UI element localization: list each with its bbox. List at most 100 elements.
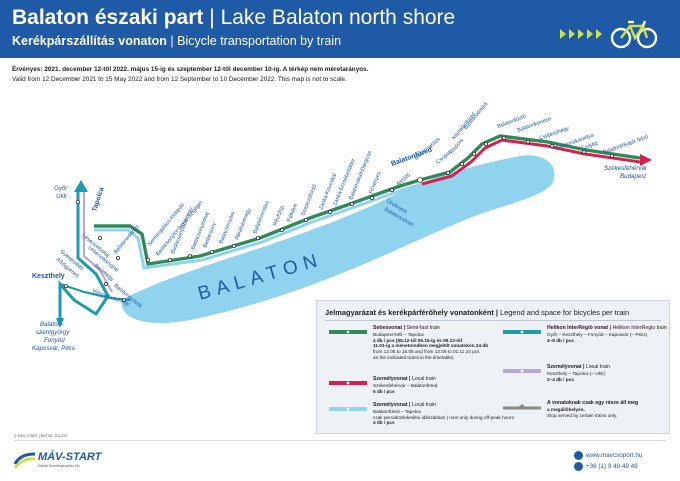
legend-blue-hu: Személyvonat — [373, 402, 408, 408]
swatch-helikon — [503, 330, 541, 334]
station-balatonrendes: Balatonrendes — [252, 200, 271, 235]
legend-title: Jelmagyarázat és kerékpárférőhely vonato… — [325, 308, 629, 317]
station-tapolca: Tapolca — [91, 186, 106, 212]
arrow-szekesfehervar-icon — [640, 154, 652, 166]
line-local-red — [421, 138, 641, 186]
station-labels-west: Lesencetomaj Lesenceistvánd Becehegy Gye… — [55, 233, 143, 310]
legend-semifast-en: Semi-fast train — [406, 325, 440, 331]
page-subtitle: Kerékpárszállítás vonaton | Bicycle tran… — [12, 34, 341, 48]
company-sub: Vasúti Személyszállító Zrt. — [38, 464, 81, 468]
legend-red-route: Székesfehérvár – Balatonfüred — [373, 382, 438, 388]
station-keszthely: Keszthely — [32, 273, 65, 280]
station-fovenyes: Fövenyes — [368, 171, 382, 195]
website-link[interactable]: www.mavcsoport.hu — [586, 452, 643, 459]
legend-partial-route: a megállóhelyen. — [547, 406, 585, 412]
legend-purple-bikes: 2–4 db / pcs — [547, 376, 574, 382]
legend-purple-route: Keszthely – Tapolca (– Ukk) — [547, 370, 606, 376]
legend-semifast-note2: from 12.05 to 15.05 and from 12.09 to 01… — [373, 349, 480, 355]
subtitle-hu: Kerékpárszállítás vonaton — [12, 34, 167, 48]
legend-item-semifast: Sebesvonat | Semi-fast train Budapest-Dé… — [373, 325, 533, 361]
header-banner: Balaton északi part | Lake Balaton north… — [0, 0, 680, 58]
bicycle-icon — [610, 20, 658, 49]
station-balatonaracs: Balatonarács — [413, 137, 441, 162]
legend-item-local-red: Személyvonat | Local train Székesfehérvá… — [373, 376, 533, 394]
company-logo-text: MÁV-START — [38, 451, 102, 463]
end-bsz-2: szentgyörgy — [36, 329, 70, 336]
legend-helikon-bikes: 4–8 db / pcs — [547, 337, 574, 343]
station-szepezdfurdo: Szepezdfürdő — [300, 184, 318, 217]
copyright: © MÁV-START | ÉKFSZ, 2021/22 — [14, 434, 68, 438]
legend-item-partial-stop: A vonatoknak csak egy része áll meg a me… — [547, 400, 665, 418]
swatch-local-red — [329, 381, 367, 385]
legend-blue-bikes: 4 db / pcs — [373, 420, 395, 426]
station-revfulop: Révfülöp — [272, 205, 286, 227]
legend-semifast-bikes: 4 db / pcs (05.12-től 05.15-ig és 09.12-… — [373, 337, 463, 343]
footer-divider — [14, 440, 666, 441]
legend-semifast-note3: on the indicated trains in the timetable… — [373, 354, 454, 360]
end-szfv-2: Budapest — [620, 173, 646, 180]
line-keszthely-balatongyorok — [59, 282, 131, 302]
end-bsz-1: Balaton- — [40, 321, 63, 328]
station-badacsonyors: Badacsonyörs — [218, 211, 236, 245]
station-dots — [64, 136, 615, 302]
line-semifast — [94, 178, 421, 266]
legend-title-en: Legend and space for bicycles per train — [500, 308, 630, 317]
legend-partial-note: Stop served by certain trains only. — [547, 412, 618, 418]
legend-item-local-blue: Személyvonat | Local train Balatonfüred … — [373, 402, 533, 426]
station-alsoors: Alsóörs — [449, 137, 465, 155]
phone-number: +36 (1) 3 49 49 49 — [586, 463, 638, 470]
legend-red-bikes: 6 db / pcs — [373, 388, 395, 394]
legend-helikon-en: Helikon InterRegio train — [612, 325, 667, 331]
legend-semifast-note1: 11.01-ig a menetrendben megjelölt vonato… — [373, 343, 489, 349]
subtitle-en: Bicycle transportation by train — [177, 34, 342, 48]
mav-logo-icon — [14, 452, 36, 469]
legend-semifast-route: Budapest-Déli – Tapolca — [373, 331, 424, 337]
legend-panel: Jelmagyarázat és kerékpárférőhely vonato… — [316, 300, 670, 434]
end-bsz-4: Kaposvár, Pécs — [32, 345, 75, 352]
validity-hu: Érvényes: 2021. december 12-től 2022. má… — [12, 66, 369, 73]
swatch-local-blue — [329, 407, 367, 411]
station-balatonalmadi: Balatonalmádi — [463, 101, 490, 131]
globe-icon — [574, 451, 583, 460]
legend-item-local-purple: Személyvonat | Local train Keszthely – T… — [547, 364, 667, 382]
title-hu: Balaton északi part — [12, 6, 204, 29]
line-semifast-east — [419, 134, 641, 182]
end-szfv-1: Székesfehérvár — [604, 165, 648, 172]
arrow-szentgyorgy-icon — [56, 318, 64, 328]
line-purple-west — [83, 192, 113, 293]
station-balatonfokajar: Balatonfőkajár felső — [603, 134, 650, 156]
legend-red-hu: Személyvonat — [373, 376, 408, 382]
end-bsz-3: Fonyód — [44, 337, 65, 344]
end-gyor-1: Győr — [54, 185, 68, 192]
legend-partial-hu: A vonatoknak csak egy része áll meg — [547, 400, 639, 406]
station-csittenyhegy: Csittényhegy — [539, 125, 571, 141]
legend-blue-note: csak pernaközlekedési időszakban | runs … — [373, 414, 514, 420]
subtitle-separator: | — [170, 34, 174, 48]
legend-divider — [325, 320, 661, 321]
validity-en: Valid from 12 December 2021 to 15 May 20… — [12, 76, 347, 83]
page-title: Balaton északi part | Lake Balaton north… — [12, 6, 455, 30]
legend-helikon-hu: Helikon InterRégió vonat — [547, 325, 609, 331]
arrow-chevrons-icon — [560, 29, 602, 39]
station-palkove: Pálköve — [286, 203, 299, 223]
station-abrahamhegy: Ábrahámhegy — [233, 207, 252, 241]
legend-red-en: Local train — [411, 376, 436, 382]
legend-title-separator: | — [495, 308, 498, 317]
legend-purple-en: Local train — [585, 364, 610, 370]
lake-balaton — [121, 155, 555, 324]
swatch-semifast — [329, 330, 367, 334]
line-local-blue — [94, 182, 423, 270]
arrow-gyor-icon — [74, 180, 88, 192]
end-gyor-2: Ukk — [56, 193, 68, 200]
rail-map: BALATON — [32, 101, 652, 352]
title-en: Lake Balaton north shore — [220, 6, 456, 29]
legend-title-hu: Jelmagyarázat és kerékpárférőhely vonato… — [325, 308, 494, 317]
station-csajag: Csajág — [581, 141, 599, 152]
legend-blue-route: Balatonfüred – Tapolca — [373, 408, 421, 414]
legend-item-helikon: Helikon InterRégió vonat | Helikon Inter… — [547, 325, 667, 343]
legend-semifast-hu: Sebesvonat — [373, 325, 403, 331]
legend-helikon-route: Győr – Keszthely – Fonyód – Kaposvár (– … — [547, 331, 648, 337]
swatch-local-purple — [503, 369, 541, 373]
swatch-partial-stop — [503, 404, 541, 410]
legend-purple-hu: Személyvonat — [547, 364, 582, 370]
